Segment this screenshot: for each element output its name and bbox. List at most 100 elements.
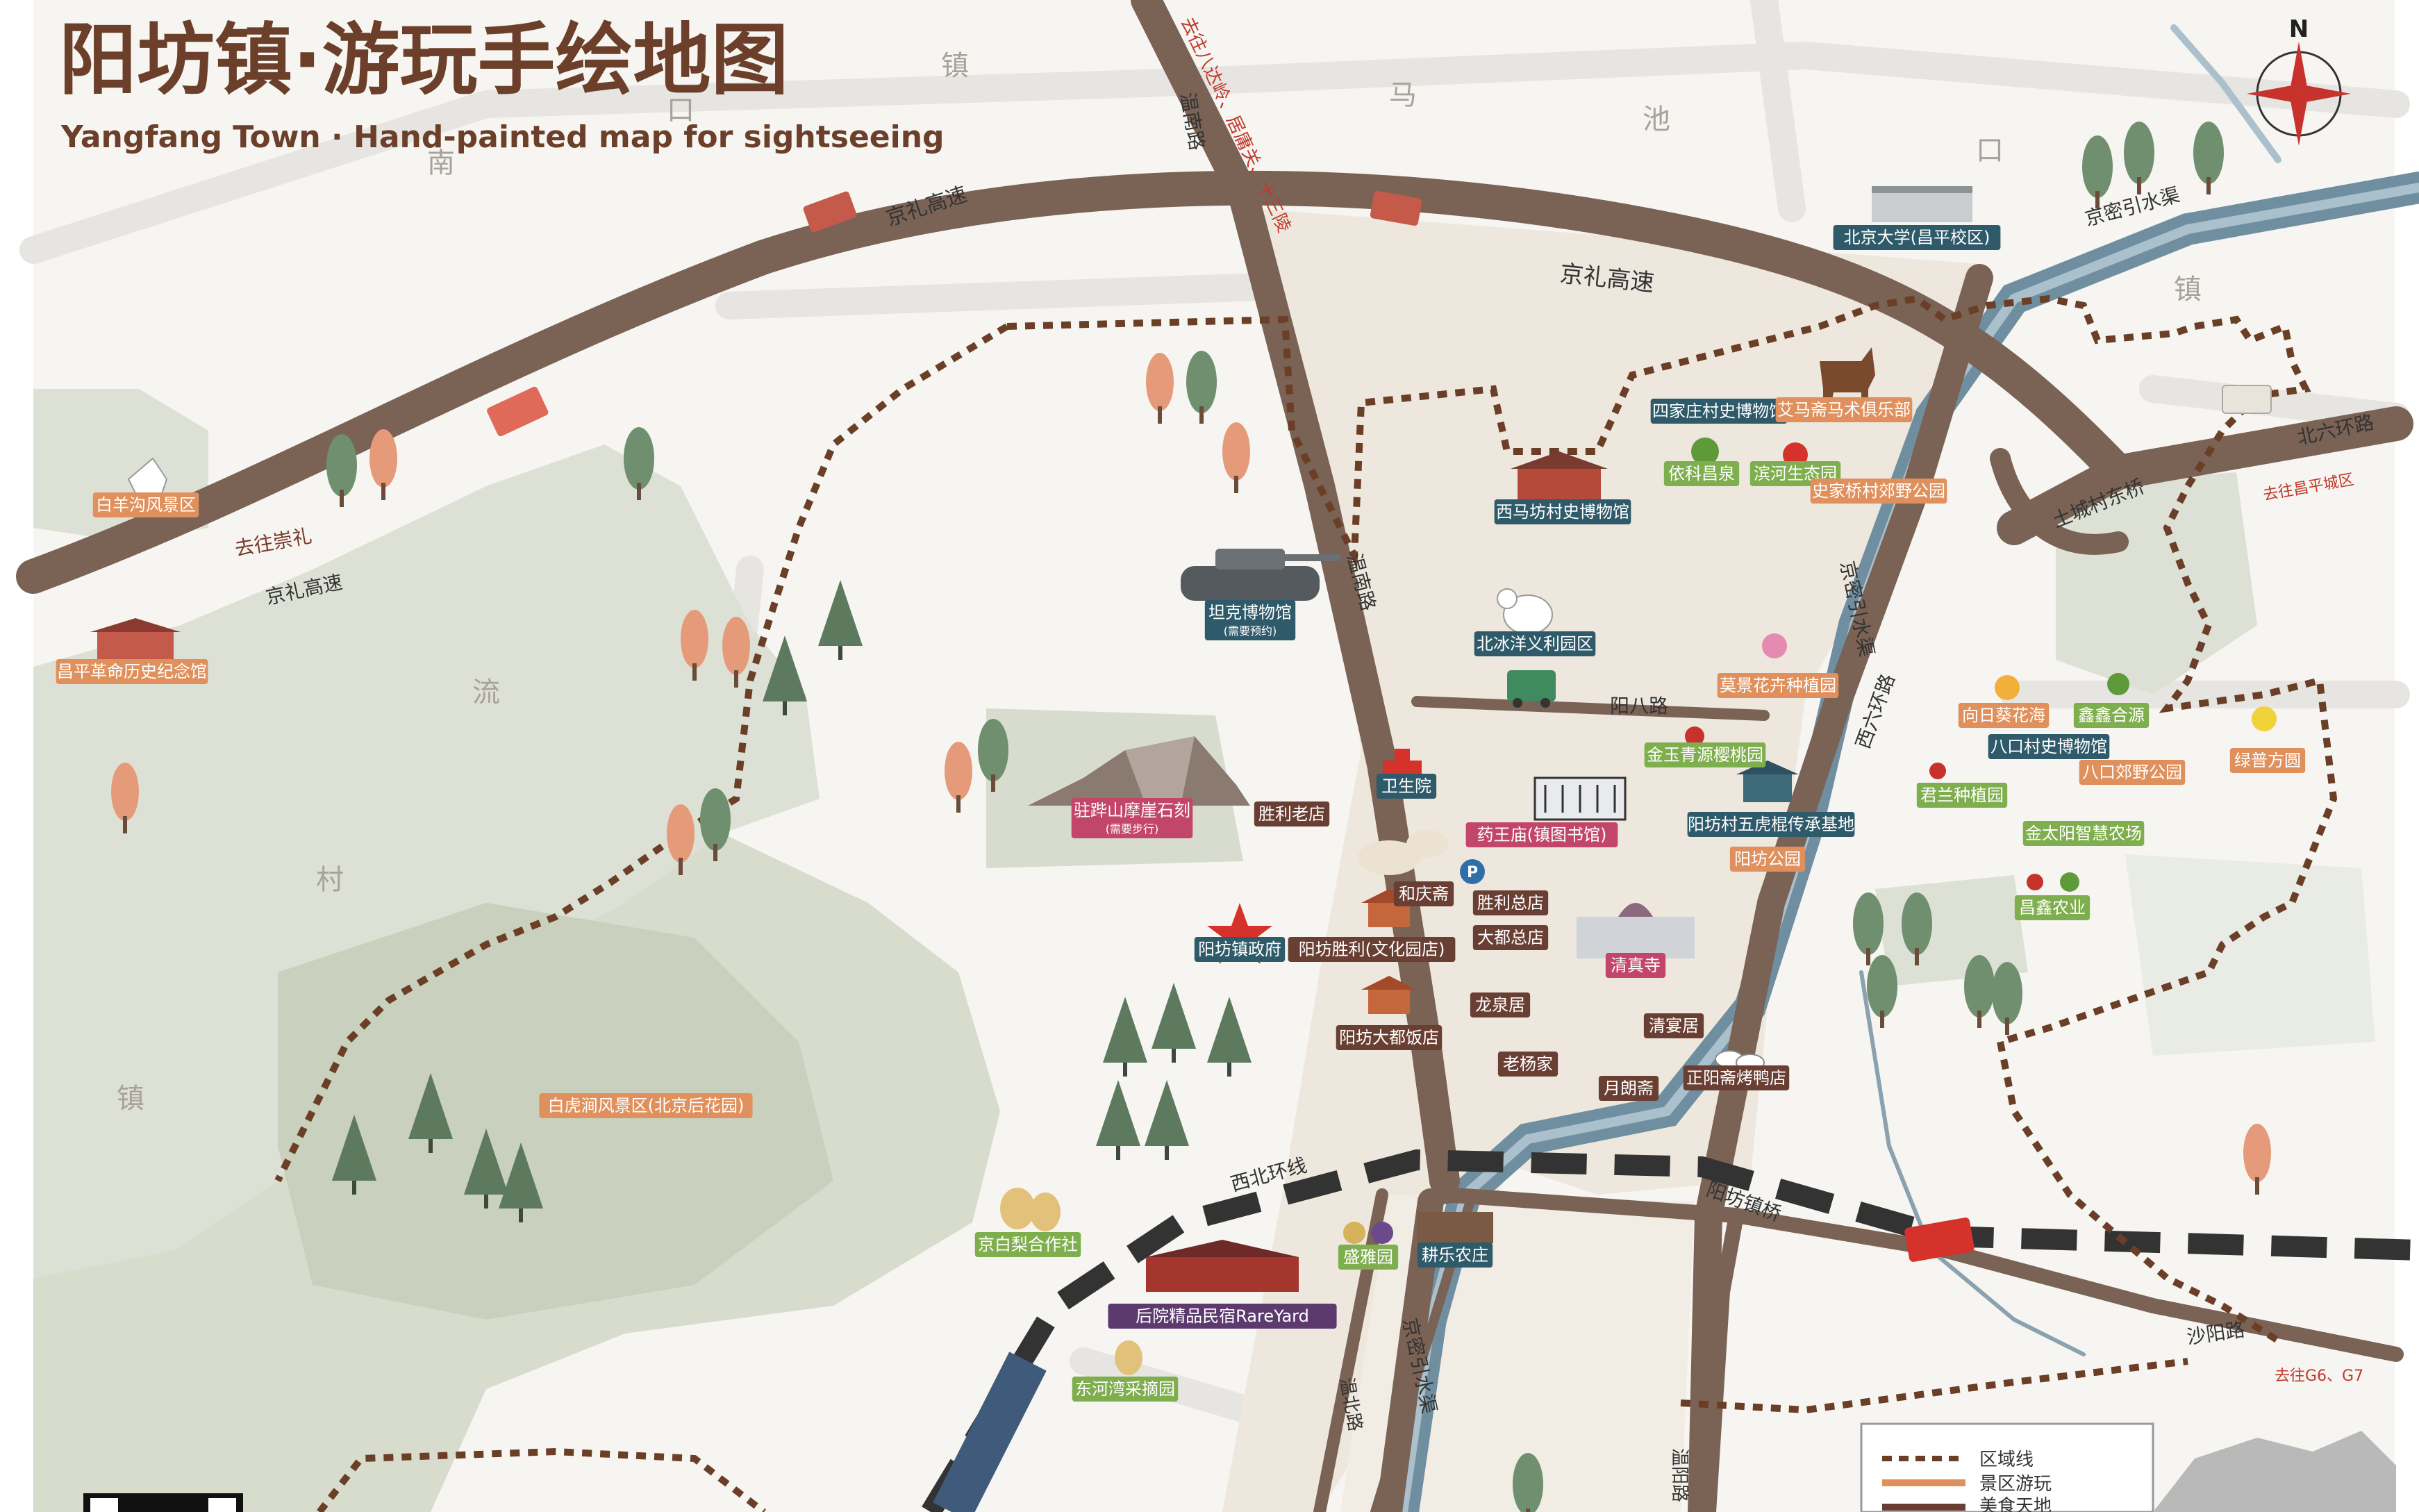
poi-name: 莫景花卉种植园 xyxy=(1720,676,1836,695)
legend-food: 美食天地 xyxy=(1979,1496,2052,1512)
region-label: 镇 xyxy=(2174,274,2202,306)
poi-name: 胜利老店 xyxy=(1258,804,1325,824)
poi-label[interactable]: 坦克博物馆(需要预约) xyxy=(1204,600,1296,640)
tank-icon xyxy=(1181,549,1340,601)
poi-name: 四家庄村史博物馆 xyxy=(1652,401,1786,421)
region-label: 村 xyxy=(316,864,344,896)
poi-label[interactable]: 阳坊镇政府 xyxy=(1194,937,1286,962)
pagoda-icon xyxy=(1736,761,1799,802)
poi-label[interactable]: 西马坊村史博物馆 xyxy=(1494,499,1631,524)
poi-name: 月朗斋 xyxy=(1604,1079,1654,1098)
truck-icon xyxy=(1507,670,1556,708)
poi-label[interactable]: 胜利总店 xyxy=(1472,890,1549,915)
poi-label[interactable]: 月朗斋 xyxy=(1598,1076,1659,1101)
map-title-cn: 阳坊镇·游玩手绘地图 xyxy=(59,15,789,106)
legend-boundary: 区域线 xyxy=(1979,1449,2034,1470)
poi-label[interactable]: 胜利老店 xyxy=(1254,801,1330,826)
region-label: 镇 xyxy=(117,1083,144,1115)
poi-name: 药王庙(镇图书馆) xyxy=(1477,825,1607,845)
poi-label[interactable]: 莫景花卉种植园 xyxy=(1717,673,1839,698)
poi-name: 清宴居 xyxy=(1649,1016,1699,1036)
town-area xyxy=(1222,208,1979,1512)
poi-label[interactable]: 清真寺 xyxy=(1605,953,1666,978)
poi-label[interactable]: 鑫鑫合源 xyxy=(2073,703,2150,728)
poi-label[interactable]: 依科昌泉 xyxy=(1663,461,1740,486)
poi-label[interactable]: 东河湾采摘园 xyxy=(1072,1377,1179,1402)
poi-label[interactable]: 向日葵花海 xyxy=(1958,703,2050,728)
poi-name: 阳坊村五虎棍传承基地 xyxy=(1688,815,1854,834)
poi-label[interactable]: 四家庄村史博物馆 xyxy=(1650,399,1788,424)
poi-label[interactable]: 史家桥村郊野公园 xyxy=(1810,479,1947,504)
bed-and-breakfast-icon xyxy=(1146,1240,1299,1292)
poi-name: 白羊沟风景区 xyxy=(96,495,196,515)
compass-north-label: N xyxy=(2289,15,2309,43)
qr-code xyxy=(83,1493,243,1512)
poi-label[interactable]: 昌平革命历史纪念馆 xyxy=(56,659,208,684)
region-label: 马 xyxy=(1389,79,1417,111)
poi-label[interactable]: 阳坊胜利(文化园店) xyxy=(1288,937,1456,962)
poi-label[interactable]: 北京大学(昌平校区) xyxy=(1833,225,2001,250)
poi-label[interactable]: 龙泉居 xyxy=(1470,992,1531,1017)
poi-label[interactable]: 艾马斋马术俱乐部 xyxy=(1775,397,1913,422)
poi-label[interactable]: 盛雅园 xyxy=(1338,1245,1399,1270)
poi-name: 正阳斋烤鸭店 xyxy=(1686,1068,1786,1088)
legend-scenic: 景区游玩 xyxy=(1979,1474,2052,1495)
poi-name: 老杨家 xyxy=(1503,1054,1553,1074)
parking-icon: P xyxy=(1460,859,1485,884)
poi-label[interactable]: 驻跸山摩崖石刻(需要步行) xyxy=(1071,798,1193,838)
poi-label[interactable]: 老杨家 xyxy=(1497,1052,1558,1077)
cars-icon xyxy=(487,191,2272,1262)
poi-label[interactable]: 白羊沟风景区 xyxy=(92,492,199,517)
region-label: 池 xyxy=(1643,103,1670,135)
poi-label[interactable]: 金太阳智慧农场 xyxy=(2022,821,2145,846)
poi-label[interactable]: 药王庙(镇图书馆) xyxy=(1465,822,1618,847)
region-label: 口 xyxy=(667,94,695,126)
poi-label[interactable]: 阳坊村五虎棍传承基地 xyxy=(1687,812,1855,837)
broccoli-icon xyxy=(1691,438,1719,465)
poi-label[interactable]: 正阳斋烤鸭店 xyxy=(1683,1065,1790,1090)
poi-name: 阳坊镇政府 xyxy=(1198,940,1281,959)
poi-label[interactable]: 耕乐农庄 xyxy=(1417,1243,1493,1268)
poi-label[interactable]: 阳坊大都饭店 xyxy=(1336,1025,1443,1050)
poi-label[interactable]: 清宴居 xyxy=(1643,1013,1704,1038)
poi-name: 阳坊大都饭店 xyxy=(1339,1028,1439,1047)
poi-label[interactable]: 昌鑫农业 xyxy=(2014,895,2090,920)
poi-name: 耕乐农庄 xyxy=(1422,1245,1488,1265)
poi-name: 大都总店 xyxy=(1477,928,1544,947)
polar-bear-icon xyxy=(1497,588,1553,635)
horse-icon xyxy=(1820,347,1875,410)
poi-label[interactable]: 卫生院 xyxy=(1376,774,1437,799)
poi-label[interactable]: 京白梨合作社 xyxy=(974,1232,1081,1257)
poi-label[interactable]: 北冰洋义利园区 xyxy=(1474,631,1596,656)
boundary-lines xyxy=(274,294,2338,1512)
peking-university-icon xyxy=(1872,186,1972,222)
poi-label[interactable]: 大都总店 xyxy=(1472,925,1549,950)
poi-name: 东河湾采摘园 xyxy=(1075,1379,1175,1399)
region-label: 南 xyxy=(427,147,455,179)
region-label: 口 xyxy=(1976,135,2004,167)
rock-icon xyxy=(1028,736,1250,806)
landmark-drawings: P xyxy=(90,186,2277,1375)
poi-label[interactable]: 和庆斋 xyxy=(1393,881,1454,906)
compass: N xyxy=(2247,15,2351,146)
poi-name: 八口村史博物馆 xyxy=(1990,737,2107,756)
poi-name: 阳坊公园 xyxy=(1734,849,1801,869)
poi-label[interactable]: 绿普方圆 xyxy=(2229,748,2306,773)
poi-label[interactable]: 金玉青源樱桃园 xyxy=(1644,742,1766,767)
poi-label[interactable]: 后院精品民宿RareYard xyxy=(1108,1304,1337,1329)
flower-icon xyxy=(1685,633,2277,892)
poi-label[interactable]: 白虎涧风景区(北京后花园) xyxy=(539,1093,753,1118)
road-label: 温阳路 xyxy=(1669,1448,1690,1502)
poi-label[interactable]: 君兰种植园 xyxy=(1916,783,2008,808)
poi-name: 阳坊胜利(文化园店) xyxy=(1299,940,1445,959)
poi-name: 和庆斋 xyxy=(1399,884,1449,904)
poi-name: 昌鑫农业 xyxy=(2019,898,2086,917)
grape-icon xyxy=(1343,1222,1393,1244)
poi-name: 依科昌泉 xyxy=(1668,464,1735,483)
direction-label: 去往G6、G7 xyxy=(2275,1368,2363,1385)
poi-label[interactable]: 阳坊公园 xyxy=(1729,847,1806,872)
poi-label[interactable]: 八口郊野公园 xyxy=(2079,760,2186,785)
poi-label[interactable]: 八口村史博物馆 xyxy=(1988,734,2110,759)
